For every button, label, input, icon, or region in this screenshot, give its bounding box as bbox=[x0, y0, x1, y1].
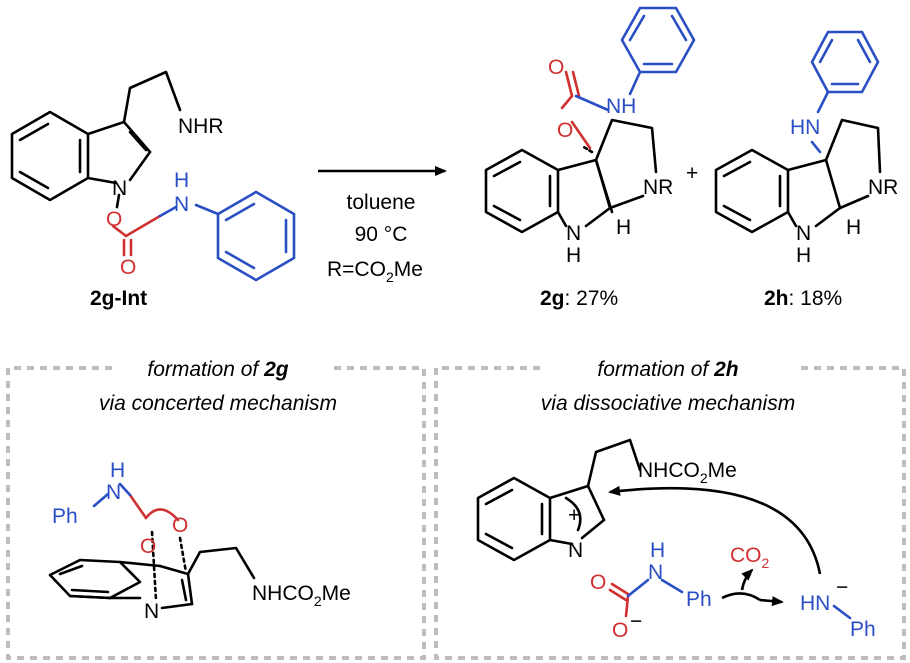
panel-right-subtitle: via dissociative mechanism bbox=[541, 392, 795, 415]
2h-label: 2h: 18% bbox=[764, 287, 842, 310]
2h-hn: HN bbox=[790, 116, 820, 139]
product-2h: HN NR N H H 2h: 18% bbox=[714, 30, 898, 310]
2g-label: 2g: 27% bbox=[540, 287, 618, 310]
anion-ph: Ph bbox=[850, 618, 876, 641]
2g-indoline-h: H bbox=[566, 244, 581, 267]
2h-phenyl-ring bbox=[810, 30, 880, 94]
product-2g: O O NH NR N H H 2g: 27% bbox=[484, 6, 696, 310]
reactant-h: H bbox=[174, 169, 189, 192]
co2-label: CO2 bbox=[730, 544, 770, 571]
panel-left-subtitle: via concerted mechanism bbox=[99, 392, 337, 415]
right-plus: + bbox=[568, 504, 580, 527]
panel-right-title: formation of 2h bbox=[597, 358, 738, 381]
reactant-o-link: O bbox=[106, 208, 122, 231]
2h-indoline-h: H bbox=[796, 244, 811, 267]
2g-ring-h: H bbox=[616, 216, 631, 239]
right-indole-benzene bbox=[476, 476, 552, 562]
reactant-nhr: NHR bbox=[178, 115, 224, 138]
left-ph: Ph bbox=[52, 505, 78, 528]
anion-hn: HN bbox=[800, 592, 830, 615]
plus-sign: + bbox=[686, 162, 698, 185]
panel-dissociative: formation of 2h via dissociative mechani… bbox=[434, 358, 906, 660]
reaction-conditions: toluene 90 °C R=CO2Me bbox=[318, 166, 447, 285]
reactant-2g-int: NHR N O O H N 2g-Int bbox=[10, 70, 296, 310]
left-o2: O bbox=[172, 514, 188, 537]
panel-left-title: formation of 2g bbox=[147, 358, 288, 381]
co2-loss-arrow bbox=[721, 592, 761, 602]
reactant-benzene-ring bbox=[10, 110, 90, 202]
solvent: toluene bbox=[347, 191, 416, 214]
panel-concerted: formation of 2g via concerted mechanism … bbox=[6, 358, 426, 660]
right-o-minus: − bbox=[630, 610, 642, 633]
reactant-label: 2g-Int bbox=[90, 287, 147, 310]
left-o1: O bbox=[140, 535, 156, 558]
2h-indoline-n: N bbox=[796, 222, 811, 245]
left-side-chain: NHCO2Me bbox=[252, 582, 351, 609]
2h-nr: NR bbox=[868, 176, 898, 199]
reactant-side-chain bbox=[122, 70, 182, 124]
2g-nr: NR bbox=[643, 176, 673, 199]
temperature: 90 °C bbox=[355, 223, 408, 246]
2h-ring-h: H bbox=[846, 216, 861, 239]
2g-phenyl-ring bbox=[620, 6, 696, 74]
attack-arrow bbox=[608, 485, 822, 575]
right-ph: Ph bbox=[686, 588, 712, 611]
r-definition: R=CO2Me bbox=[327, 258, 423, 285]
2g-nh: NH bbox=[606, 95, 636, 118]
left-n: N bbox=[106, 481, 121, 504]
right-n: N bbox=[648, 561, 663, 584]
reactant-o-carbonyl: O bbox=[120, 256, 136, 279]
left-n-indole: N bbox=[144, 600, 159, 623]
reactant-n: N bbox=[174, 193, 189, 216]
left-h: H bbox=[110, 459, 125, 482]
2h-benzene-ring bbox=[714, 148, 790, 234]
2g-benzene-ring bbox=[484, 148, 560, 234]
reactant-n-indole: N bbox=[112, 177, 127, 200]
anion-minus: − bbox=[836, 576, 848, 599]
right-n-indole: N bbox=[568, 539, 583, 562]
right-o-bottom: O bbox=[612, 619, 628, 642]
2g-o-link: O bbox=[557, 119, 573, 142]
2g-o-carbonyl: O bbox=[548, 56, 564, 79]
right-o-top: O bbox=[590, 571, 606, 594]
reactant-phenyl-ring bbox=[216, 190, 296, 282]
2g-indoline-n: N bbox=[566, 222, 581, 245]
right-side-chain: NHCO2Me bbox=[638, 459, 737, 486]
right-h: H bbox=[650, 539, 665, 562]
